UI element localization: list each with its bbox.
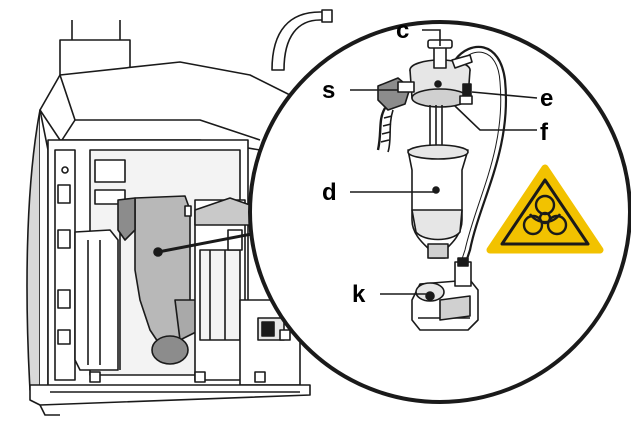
biohazard-icon bbox=[486, 164, 604, 254]
label-f: f bbox=[540, 119, 549, 146]
label-s: s bbox=[322, 77, 335, 104]
detail-contents bbox=[376, 39, 508, 331]
leader-lines bbox=[350, 29, 538, 295]
biohazard-border bbox=[500, 178, 590, 246]
label-c: c bbox=[396, 17, 409, 44]
label-k: k bbox=[352, 281, 366, 308]
label-d: d bbox=[322, 179, 337, 206]
tube bbox=[454, 45, 508, 263]
magnify-pointer-line bbox=[157, 230, 263, 254]
callout-labels: c s e f d k bbox=[322, 17, 553, 308]
instrument-body bbox=[26, 9, 333, 416]
label-e: e bbox=[540, 85, 553, 112]
